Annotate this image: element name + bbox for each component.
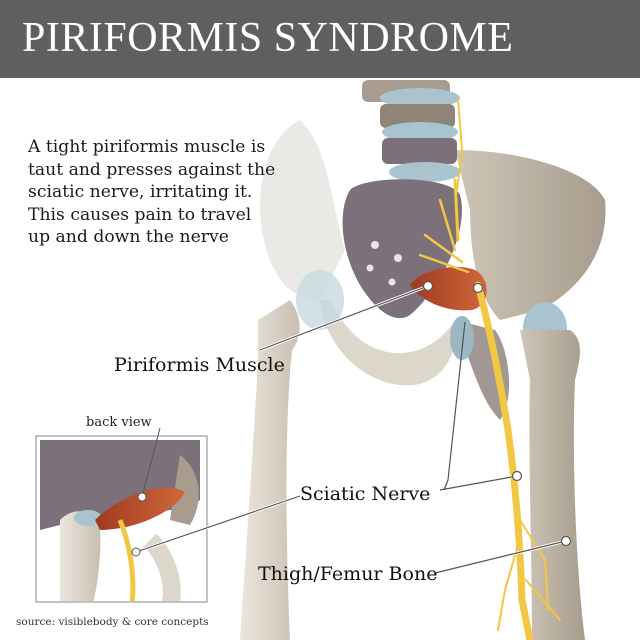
left-femur (240, 300, 300, 640)
description-text: A tight piriformis muscle is taut and pr… (28, 137, 276, 247)
piriformis-muscle (410, 266, 487, 311)
right-femur (520, 330, 585, 640)
piriformis-muscle-label: Piriformis Muscle (114, 354, 285, 376)
inset-caption: back view (86, 415, 152, 430)
source-credit: source: visiblebody & core concepts (16, 616, 209, 628)
right-ilium (455, 150, 606, 320)
sciatic-nerve-label: Sciatic Nerve (300, 483, 431, 505)
page-title: PIRIFORMIS SYNDROME (22, 15, 514, 61)
nerve-plexus (418, 99, 470, 274)
femur-marker (560, 535, 572, 547)
spine (362, 80, 461, 182)
sciatic-nerve (474, 281, 534, 640)
left-hip-joint (296, 270, 344, 330)
piriformis-marker (422, 280, 434, 292)
sciatic-marker (511, 470, 523, 482)
left-ilium (260, 120, 345, 300)
femur-bone-label: Thigh/Femur Bone (258, 563, 438, 585)
title-bar (0, 0, 640, 78)
pelvic-ring (320, 300, 456, 386)
back-view-inset (35, 427, 301, 603)
nerve-marker (472, 282, 484, 294)
